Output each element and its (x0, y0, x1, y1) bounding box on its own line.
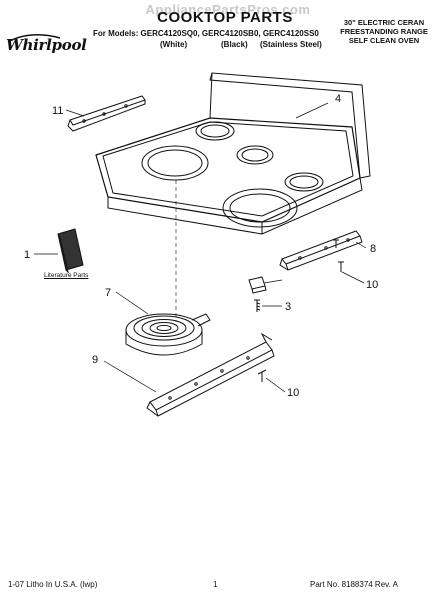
part-1-literature (57, 228, 84, 274)
callout-3: 3 (285, 301, 291, 313)
logo-swoosh (7, 34, 61, 43)
product-line-1: 30" ELECTRIC CERAN (343, 18, 425, 27)
cooktop-assembly (95, 72, 371, 235)
part-7-radiant-element (125, 313, 211, 356)
variant-black: (Black) (221, 40, 248, 49)
leader-lines (34, 102, 367, 393)
part-8-front-bracket (279, 230, 363, 272)
callout-9: 9 (92, 354, 98, 366)
footer-litho: 1-07 Litho In U.S.A. (lwp) (8, 580, 98, 589)
callout-8: 8 (370, 243, 376, 255)
page-title: COOKTOP PARTS (157, 9, 293, 26)
literature-label: Literature Parts (44, 272, 89, 279)
variant-stainless: (Stainless Steel) (260, 40, 322, 49)
whirlpool-logo: Whirlpool (6, 36, 87, 54)
callout-1: 1 (24, 249, 30, 261)
part-11-rear-bracket (67, 95, 146, 132)
callout-7: 7 (105, 287, 111, 299)
callout-4: 4 (335, 93, 341, 105)
callout-11: 11 (52, 105, 63, 117)
variant-white: (White) (160, 40, 188, 49)
footer-page-number: 1 (213, 580, 218, 589)
part-9-lower-rail (146, 332, 275, 417)
footer-part-number: Part No. 8188374 Rev. A (310, 580, 398, 589)
product-line-3: SELF CLEAN OVEN (348, 36, 420, 45)
watermark: AppliancePartsPros.com (145, 2, 311, 17)
part-10-screw-lower (257, 369, 267, 382)
callout-10-upper: 10 (366, 279, 378, 291)
part-3-clip (248, 276, 267, 312)
callout-10-lower: 10 (287, 387, 299, 399)
product-description: 30" ELECTRIC CERAN FREESTANDING RANGE SE… (339, 18, 429, 45)
product-line-2: FREESTANDING RANGE (340, 27, 428, 36)
models-line: For Models: GERC4120SQ0, GERC4120SB0, GE… (93, 29, 319, 38)
